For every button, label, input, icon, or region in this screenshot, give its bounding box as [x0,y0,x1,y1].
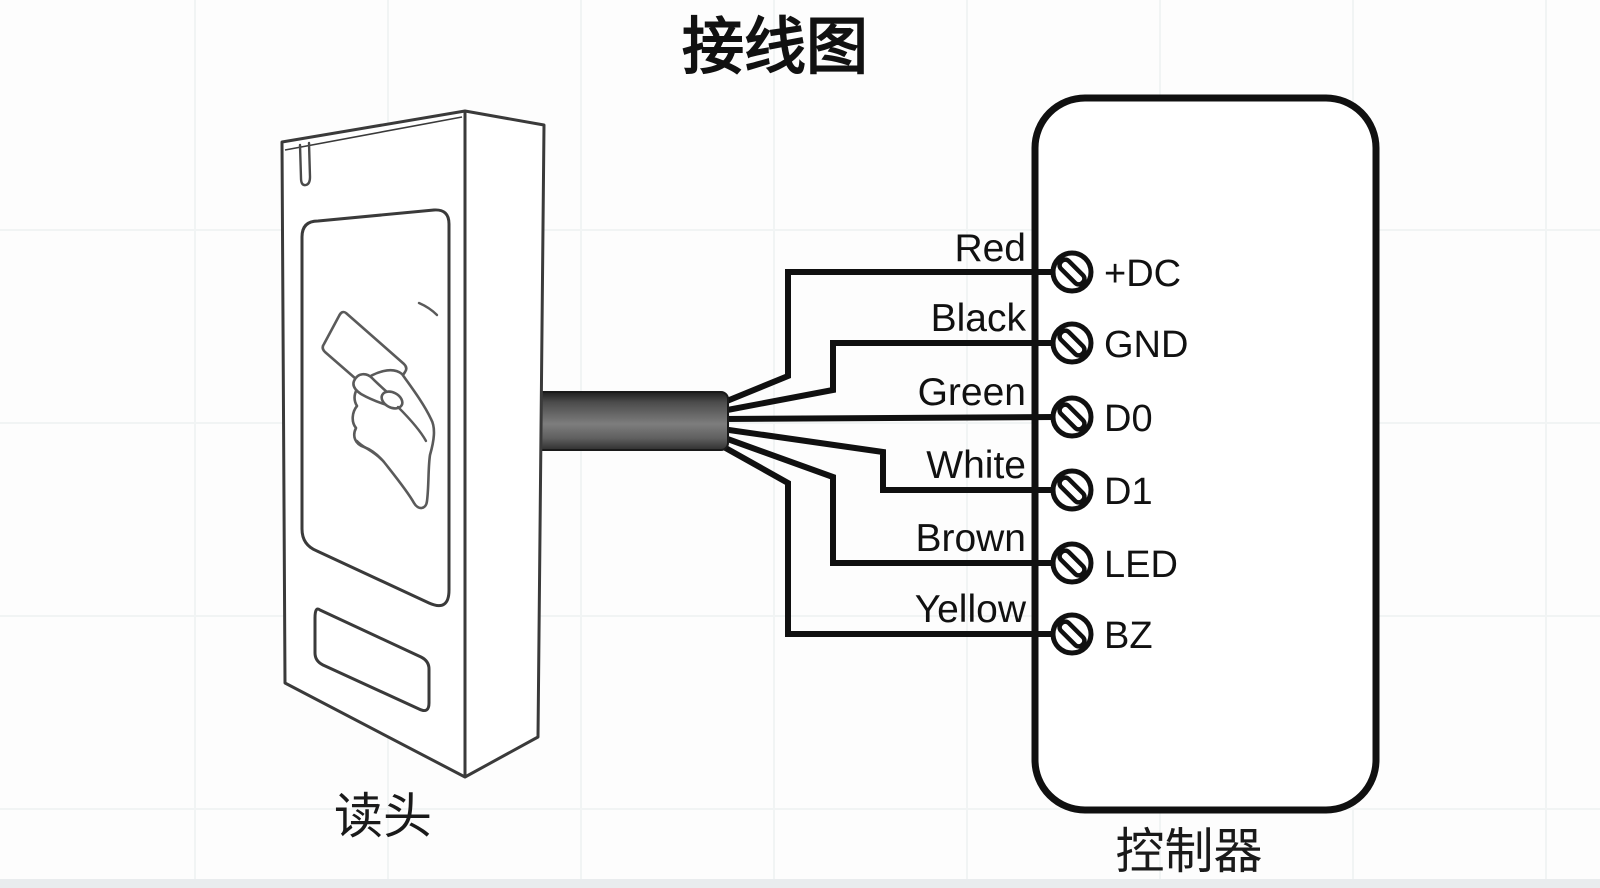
terminal-label-dc: +DC [1104,253,1181,295]
wire-yellow [720,443,1054,637]
wire-bundle [720,269,1055,637]
reader-top-ridge [284,116,463,151]
wire-label-green: Green [918,371,1026,414]
hand-card-art [321,301,439,510]
terminal-label-d0: D0 [1104,398,1153,440]
motion-mark [417,301,439,317]
terminal-label-led: LED [1104,544,1178,586]
wire-white [721,426,1054,493]
hand-icon [351,369,436,510]
wire-brown [720,434,1054,566]
wire-red [720,269,1054,406]
reader-cable [533,391,729,451]
screw-terminal-icon-dc [1050,250,1094,294]
wire-label-yellow: Yellow [915,588,1027,631]
card-reader [280,109,546,779]
palm-crease [355,439,383,461]
reader-label-window [313,607,431,712]
screw-terminal-icon-gnd [1050,321,1094,365]
controller-label: 控制器 [1115,825,1262,879]
wire-black [721,340,1054,414]
terminal-label-bz: BZ [1104,615,1153,657]
screw-terminal-icon-d1 [1050,468,1094,512]
screw-terminal-icon-led [1050,541,1094,585]
wire-label-white: White [926,444,1026,487]
finger-crease [396,405,428,443]
terminals [1050,250,1094,656]
reader-indicator-slot [298,141,312,187]
terminal-label-d1: D1 [1104,471,1153,513]
terminal-label-gnd: GND [1104,324,1188,366]
wire-label-red: Red [954,227,1026,270]
reader-label: 读头 [334,790,432,844]
bottom-edge-band [0,879,1600,888]
fingertip [380,390,404,410]
diagram-title: 接线图 [682,13,868,82]
wire-label-black: Black [931,297,1027,340]
controller-box [1031,94,1380,814]
wire-label-brown: Brown [915,517,1026,560]
wire-green [721,414,1055,422]
screw-terminal-icon-bz [1050,612,1094,656]
screw-terminal-icon-d0 [1050,395,1094,439]
